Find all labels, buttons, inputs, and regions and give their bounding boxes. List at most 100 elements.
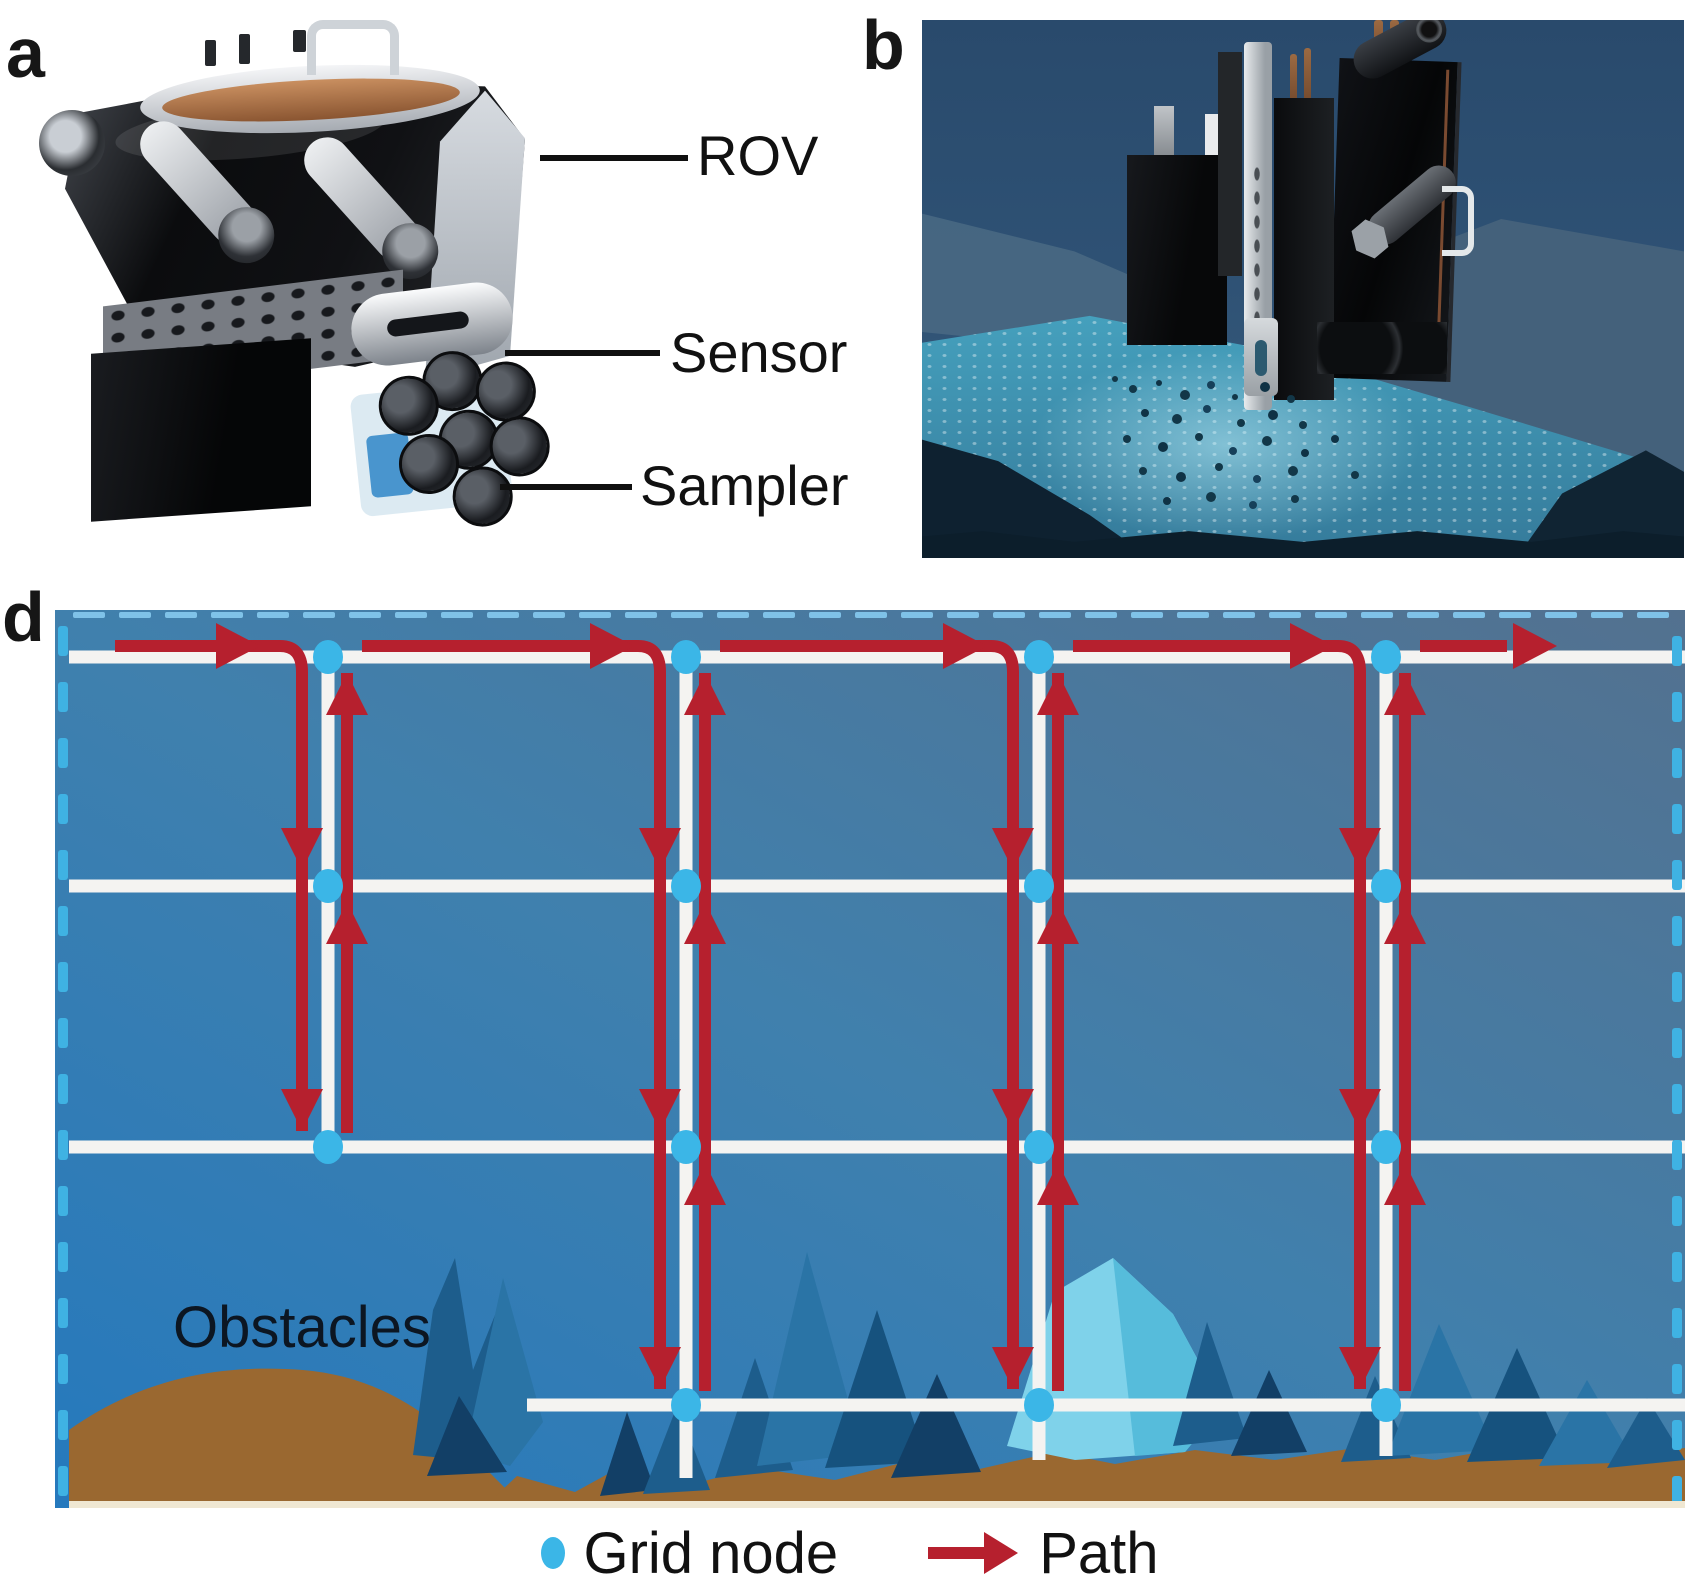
border-dash-top — [1499, 612, 1531, 618]
border-dash-top — [1453, 612, 1485, 618]
border-dash-top — [671, 612, 703, 618]
border-dash-top — [211, 612, 243, 618]
border-dash-right — [1672, 1028, 1682, 1058]
border-dash-top — [73, 612, 105, 618]
rock — [427, 1396, 507, 1476]
border-dash-right — [1672, 972, 1682, 1002]
border-dash-left — [58, 1354, 68, 1384]
path-descent-segment — [362, 640, 666, 1389]
grid-row-line — [69, 879, 1685, 893]
border-dash-top — [1361, 612, 1393, 618]
border-dash-top — [1039, 612, 1071, 618]
rock — [1607, 1398, 1685, 1468]
grid-node — [313, 640, 343, 674]
border-dash-top — [1407, 612, 1439, 618]
border-dash-right — [1672, 692, 1682, 722]
legend: Grid node Path — [0, 1520, 1700, 1585]
border-dash-top — [1131, 612, 1163, 618]
rov-left-housing — [1127, 155, 1227, 345]
path-arrowhead-down — [639, 1089, 681, 1131]
rov-knob — [205, 40, 216, 66]
sediment-particles — [1112, 376, 1118, 382]
rov-rollers — [1317, 322, 1447, 374]
grid-node — [1024, 869, 1054, 903]
border-dash-left — [58, 850, 68, 880]
border-dash-top — [1315, 612, 1347, 618]
border-dash-right — [1672, 860, 1682, 890]
border-dash-top — [165, 612, 197, 618]
rov-annotation: ROV — [697, 124, 819, 187]
border-dash-top — [1269, 612, 1301, 618]
rock — [825, 1310, 927, 1468]
path-arrowhead-down — [992, 1089, 1034, 1131]
rock — [1387, 1324, 1495, 1456]
grid-node — [1371, 869, 1401, 903]
rock — [757, 1252, 863, 1466]
border-dash-left — [58, 626, 68, 656]
path-arrowhead-down — [281, 828, 323, 870]
seafloor-terrain — [69, 1252, 1685, 1508]
panel-d-label: d — [2, 578, 45, 656]
bottom-strip — [69, 1501, 1685, 1508]
rov-antenna — [1290, 54, 1297, 112]
border-dash-left — [58, 1018, 68, 1048]
path-descent-segment — [115, 640, 308, 1131]
border-dash-top — [1591, 612, 1623, 618]
pole-perforations — [1252, 162, 1262, 382]
border-dash-right — [1672, 1140, 1682, 1170]
border-dash-right — [1672, 1084, 1682, 1114]
seafloor-band — [483, 1446, 1685, 1508]
border-dash-left — [58, 1186, 68, 1216]
path-arrow-icon — [928, 1532, 1019, 1574]
border-dash-left — [58, 1466, 68, 1496]
path-arrowhead-down — [992, 828, 1034, 870]
border-dash-right — [1672, 1364, 1682, 1394]
border-dash-left — [58, 1130, 68, 1160]
dashed-border — [58, 612, 1682, 1506]
grid-node — [1024, 1130, 1054, 1164]
border-dash-top — [119, 612, 151, 618]
border-dash-right — [1672, 1308, 1682, 1338]
rock — [465, 1278, 543, 1466]
grid-row-line — [69, 1140, 1685, 1154]
path-arrowhead-right — [216, 623, 260, 669]
rov-antenna — [1304, 48, 1311, 112]
border-dash-top — [855, 612, 887, 618]
grid-node — [671, 869, 701, 903]
border-dash-left — [58, 1074, 68, 1104]
grid-node — [671, 1130, 701, 1164]
border-dash-right — [1672, 636, 1682, 666]
border-dash-top — [533, 612, 565, 618]
path-arrowhead-right — [943, 623, 987, 669]
border-dash-right — [1672, 1476, 1682, 1506]
grid-row-line — [69, 650, 1685, 664]
path-arrowhead-down — [1339, 828, 1381, 870]
path-arrowhead-down — [1339, 1089, 1381, 1131]
border-dash-top — [1545, 612, 1577, 618]
planned-path — [115, 623, 1557, 1391]
sensor-annotation: Sensor — [670, 321, 848, 384]
panel-b-label: b — [862, 6, 905, 84]
grid-node — [1024, 640, 1054, 674]
path-arrowhead-up — [1037, 673, 1079, 715]
grid-column-line — [1032, 657, 1046, 1460]
panel-a-label: a — [6, 14, 45, 92]
underwater-scene — [922, 20, 1684, 558]
grid-node — [1371, 1388, 1401, 1422]
path-arrowhead-up — [1037, 1163, 1079, 1205]
grid-node — [671, 640, 701, 674]
rock — [1539, 1380, 1635, 1466]
border-dash-top — [303, 612, 335, 618]
border-dash-left — [58, 1410, 68, 1440]
border-dash-top — [257, 612, 289, 618]
rock — [643, 1406, 710, 1494]
path-arrowhead-down — [281, 1089, 323, 1131]
rov-leader-line — [540, 155, 688, 161]
border-dash-top — [395, 612, 427, 618]
border-dash-top — [947, 612, 979, 618]
grid-node — [1024, 1388, 1054, 1422]
path-arrowhead-down — [992, 1347, 1034, 1389]
border-dash-right — [1672, 1196, 1682, 1226]
grid-node — [671, 1388, 701, 1422]
legend-path-label: Path — [1039, 1520, 1159, 1585]
